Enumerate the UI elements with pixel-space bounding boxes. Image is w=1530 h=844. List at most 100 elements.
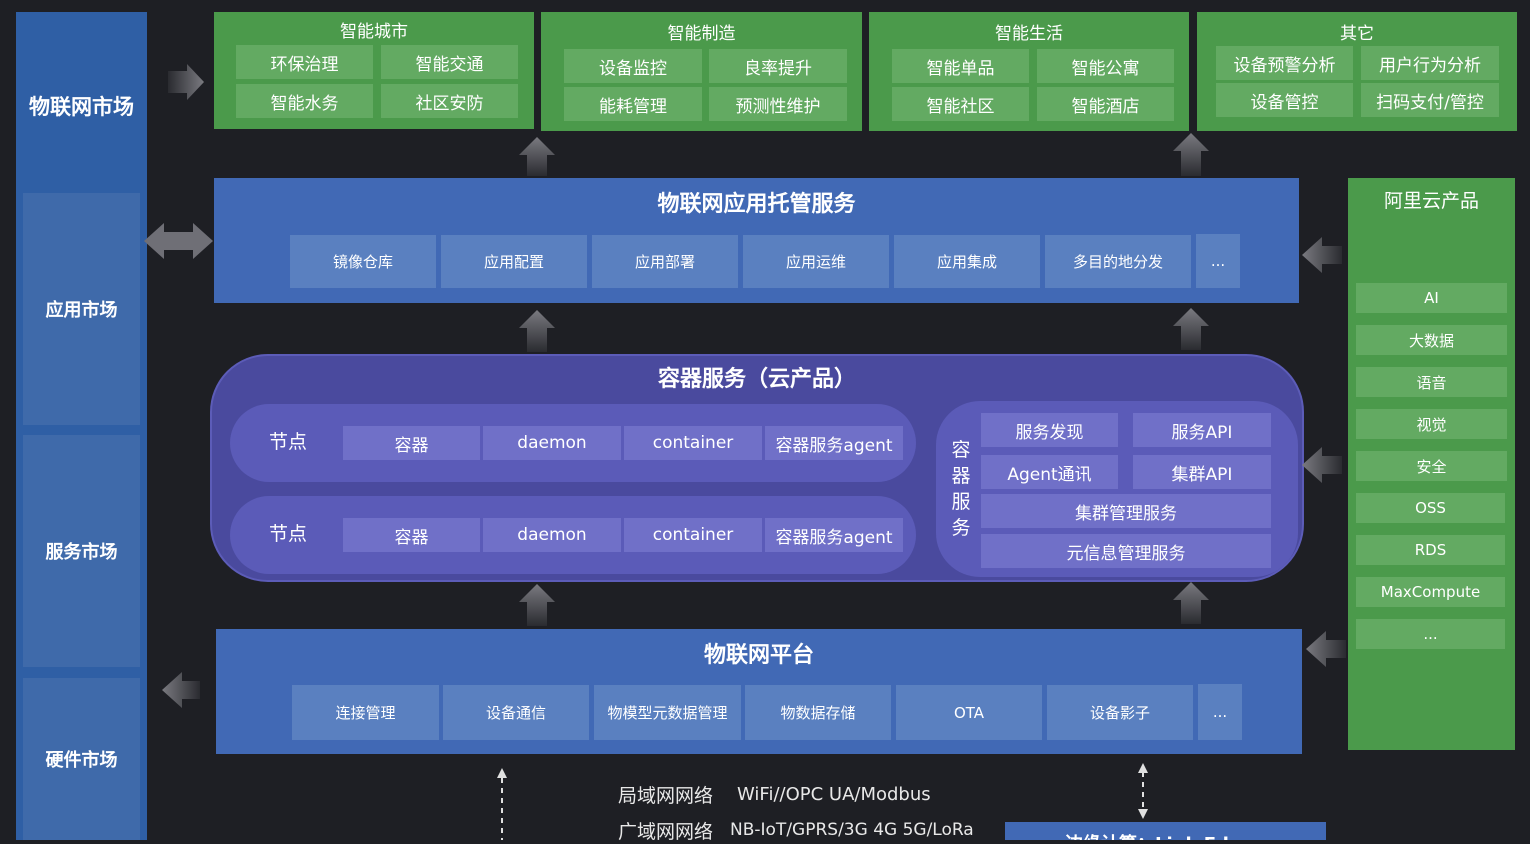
vertical-char: 器: [951, 465, 971, 487]
aliyun-item: RDS: [1356, 535, 1505, 565]
group-item: 能耗管理: [564, 87, 702, 121]
node-item: 容器服务agent: [765, 518, 903, 552]
app-hosting-item: 应用运维: [743, 235, 889, 288]
iot-platform-item: 物数据存储: [745, 685, 891, 740]
node-item: daemon: [483, 518, 621, 552]
iot-platform-title: 物联网平台: [703, 643, 814, 668]
node-item: 容器服务agent: [765, 426, 903, 460]
service-cluster-api: 集群API: [1133, 455, 1271, 489]
group-item: 智能公寓: [1037, 49, 1174, 83]
group-item: 智能单品: [892, 49, 1029, 83]
group-item: 用户行为分析: [1361, 46, 1499, 80]
node-label: 节点: [268, 430, 307, 453]
app-hosting-item: 多目的地分发: [1045, 235, 1191, 288]
left-arrow-icon: [1302, 447, 1342, 483]
service-cluster-mgmt: 集群管理服务: [981, 494, 1271, 528]
service-api: 服务API: [1133, 413, 1271, 447]
iot-platform-item: 物模型元数据管理: [594, 685, 741, 740]
aliyun-item: 安全: [1356, 451, 1507, 481]
aliyun-panel: 阿里云产品 AI 大数据 语音 视觉 安全 OSS RDS MaxCompute…: [1348, 178, 1515, 750]
service-meta-mgmt: 元信息管理服务: [981, 534, 1271, 568]
group-item: 扫码支付/管控: [1361, 83, 1499, 117]
iot-market-label: 物联网市场: [29, 95, 134, 119]
group-item: 设备预警分析: [1216, 46, 1353, 80]
app-market-box: 应用市场: [23, 193, 140, 425]
top-group-life: 智能生活 智能单品 智能公寓 智能社区 智能酒店: [869, 12, 1189, 131]
node-label: 节点: [268, 522, 307, 545]
group-item: 智能酒店: [1037, 87, 1174, 121]
app-hosting-item: 镜像仓库: [290, 235, 436, 288]
node-item: container: [624, 518, 762, 552]
group-title: 智能生活: [995, 23, 1063, 44]
top-group-other: 其它 设备预警分析 用户行为分析 设备管控 扫码支付/管控: [1197, 12, 1517, 131]
app-hosting-item: 应用配置: [441, 235, 587, 288]
app-hosting-title: 物联网应用托管服务: [657, 192, 856, 217]
top-group-city: 智能城市 环保治理 智能交通 智能水务 社区安防: [214, 12, 534, 129]
group-title: 其它: [1340, 23, 1374, 44]
group-item: 社区安防: [381, 84, 518, 118]
iot-platform-item: 连接管理: [292, 685, 439, 740]
node-row: 节点 容器 daemon container 容器服务agent: [230, 404, 916, 482]
group-item: 设备监控: [564, 49, 702, 83]
top-group-manufacturing: 智能制造 设备监控 良率提升 能耗管理 预测性维护: [541, 12, 862, 131]
up-arrow-icon: [1173, 582, 1209, 624]
node-item: container: [624, 426, 762, 460]
aliyun-item: 大数据: [1356, 325, 1507, 355]
edge-box: 边缘计算：Link Edge: [1005, 822, 1326, 840]
vertical-char: 务: [951, 517, 971, 539]
double-arrow-icon: [144, 223, 213, 259]
app-market-label: 应用市场: [45, 300, 118, 321]
aliyun-item: OSS: [1356, 493, 1505, 523]
group-item: 智能社区: [892, 87, 1029, 121]
aliyun-item: MaxCompute: [1356, 577, 1505, 607]
edge-label: 边缘计算：Link Edge: [1065, 830, 1254, 840]
lan-label: 局域网网络: [618, 785, 714, 807]
app-hosting-panel: 物联网应用托管服务 镜像仓库 应用配置 应用部署 应用运维 应用集成 多目的地分…: [214, 178, 1299, 303]
up-arrow-icon: [1173, 308, 1209, 350]
app-hosting-item: ...: [1196, 234, 1240, 288]
aliyun-item: AI: [1356, 283, 1507, 313]
node-row: 节点 容器 daemon container 容器服务agent: [230, 496, 916, 574]
up-arrow-icon: [519, 584, 555, 626]
group-title: 智能制造: [667, 23, 736, 44]
app-hosting-item: 应用部署: [592, 235, 738, 288]
aliyun-item: ...: [1356, 619, 1505, 649]
wan-value: NB-IoT/GPRS/3G 4G 5G/LoRa: [730, 820, 974, 840]
hardware-market-label: 硬件市场: [45, 750, 118, 771]
left-arrow-icon: [1306, 631, 1346, 667]
left-arrow-icon: [1302, 237, 1342, 273]
group-item: 设备管控: [1216, 83, 1353, 117]
container-services-box: 容 器 服 务 服务发现 服务API Agent通讯 集群API 集群管理服务 …: [936, 401, 1298, 577]
up-arrow-icon: [519, 310, 555, 352]
service-market-label: 服务市场: [45, 542, 118, 563]
up-arrow-icon: [519, 137, 555, 176]
vertical-char: 容: [951, 439, 971, 461]
group-item: 良率提升: [709, 49, 847, 83]
node-item: 容器: [343, 426, 480, 460]
node-item: daemon: [483, 426, 621, 460]
group-item: 环保治理: [236, 45, 373, 79]
group-item: 预测性维护: [709, 87, 847, 121]
app-hosting-item: 应用集成: [894, 235, 1040, 288]
iot-platform-panel: 物联网平台 连接管理 设备通信 物模型元数据管理 物数据存储 OTA 设备影子 …: [216, 629, 1302, 754]
wan-label: 广域网网络: [618, 821, 714, 843]
hardware-market-box: 硬件市场: [23, 678, 140, 840]
service-agent-comm: Agent通讯: [981, 455, 1118, 489]
service-market-box: 服务市场: [23, 435, 140, 667]
iot-platform-item: ...: [1198, 684, 1242, 740]
service-discovery: 服务发现: [981, 413, 1118, 447]
aliyun-item: 视觉: [1356, 409, 1507, 439]
group-item: 智能交通: [381, 45, 518, 79]
group-item: 智能水务: [236, 84, 373, 118]
left-arrow-icon: [162, 672, 200, 708]
container-service-title: 容器服务（云产品）: [657, 367, 856, 392]
iot-platform-item: 设备影子: [1047, 685, 1193, 740]
lan-value: WiFi//OPC UA/Modbus: [737, 784, 931, 805]
iot-platform-item: OTA: [896, 685, 1042, 740]
container-services-label: 容 器 服 务: [946, 437, 976, 541]
dashed-double-arrow-icon: [1138, 763, 1148, 819]
group-title: 智能城市: [340, 21, 408, 42]
aliyun-item: 语音: [1356, 367, 1507, 397]
iot-platform-item: 设备通信: [443, 685, 589, 740]
vertical-char: 服: [951, 491, 971, 513]
